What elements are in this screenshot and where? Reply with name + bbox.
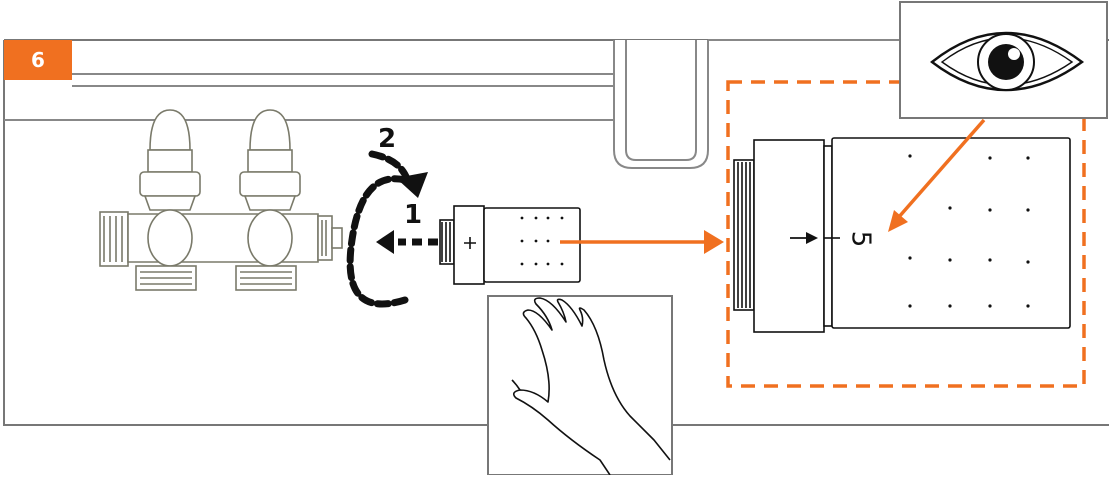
label-1: 1 xyxy=(404,200,423,230)
horizontal-pipe xyxy=(4,73,614,121)
detail-frame xyxy=(726,80,1086,388)
push-arrow xyxy=(376,230,438,254)
arrow-2-head xyxy=(396,172,428,198)
view-arrow xyxy=(888,118,986,232)
callout-arrow xyxy=(560,230,724,254)
hand-icon xyxy=(511,297,671,476)
thermostat-head-large xyxy=(733,137,1071,333)
vertical-pipe xyxy=(613,39,900,169)
scale-pointer-arrow xyxy=(790,232,818,244)
rotation-arrow xyxy=(346,150,412,308)
step-number: 6 xyxy=(31,48,45,72)
scale-mark-5: 5 xyxy=(845,230,876,248)
label-2: 2 xyxy=(378,124,397,154)
eye-icon xyxy=(930,31,1085,92)
thermostat-head-small xyxy=(439,205,581,285)
step-badge-bg xyxy=(4,40,72,80)
large-head-dots xyxy=(908,154,1030,308)
small-head-dots xyxy=(520,216,564,266)
valve-manifold xyxy=(99,109,343,291)
